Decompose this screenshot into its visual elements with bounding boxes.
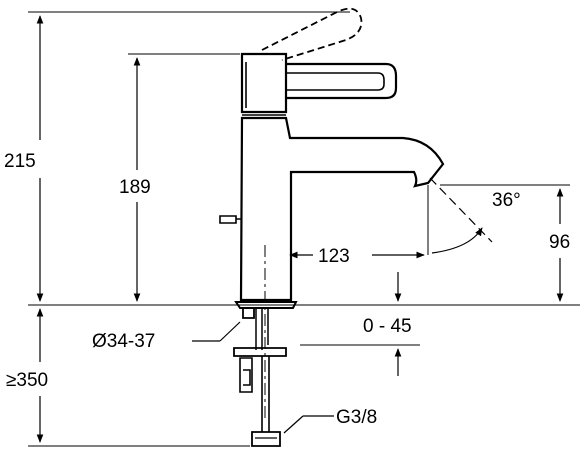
base bbox=[234, 301, 298, 309]
overall-height-label: 215 bbox=[4, 151, 36, 172]
lever bbox=[286, 62, 398, 100]
spray-direction-line bbox=[429, 177, 493, 243]
deck-thickness-label: 0 - 45 bbox=[363, 316, 412, 337]
leader-connection bbox=[283, 415, 304, 434]
spout-height-label: 189 bbox=[119, 177, 151, 198]
fixing-bracket bbox=[239, 357, 253, 393]
popup-rod bbox=[219, 215, 241, 224]
spout-reach-label: 123 bbox=[318, 246, 350, 267]
spray-angle-label: 36° bbox=[492, 190, 521, 211]
hole-diameter-label: Ø34-37 bbox=[92, 331, 155, 352]
connection-label: G3/8 bbox=[336, 407, 377, 428]
under-counter-label: ≥350 bbox=[6, 370, 48, 391]
outlet-height-label: 96 bbox=[549, 232, 570, 253]
mounting-nut bbox=[233, 347, 287, 357]
faucet bbox=[219, 7, 445, 309]
extension-lines bbox=[28, 11, 580, 447]
under-counter-fittings bbox=[233, 309, 287, 447]
lever-open-dashed bbox=[261, 7, 363, 61]
body-spout bbox=[239, 116, 445, 302]
cartridge-cap bbox=[240, 52, 288, 114]
dimension-lines bbox=[36, 15, 564, 443]
supply-hose bbox=[261, 356, 270, 432]
hose-connector bbox=[251, 431, 281, 447]
